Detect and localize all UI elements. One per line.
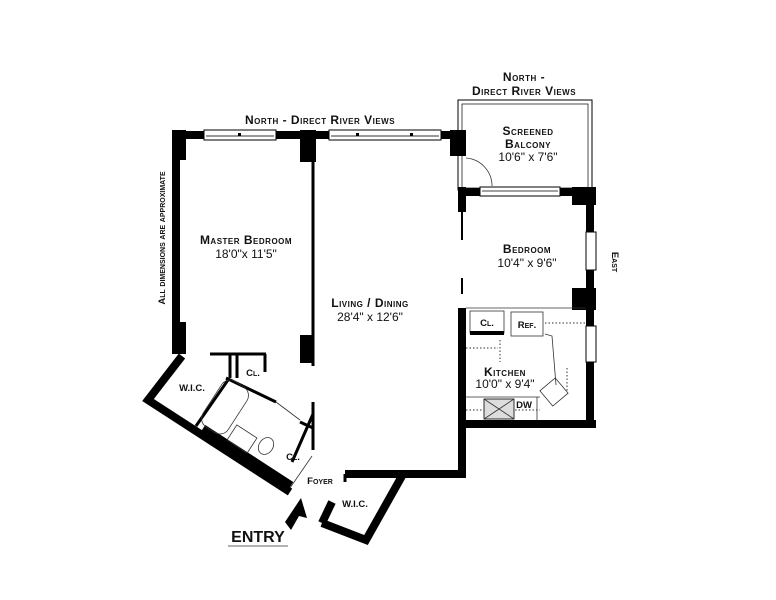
living-dining-name: Living / Dining — [331, 296, 409, 310]
balcony-size: 10'6" x 7'6" — [498, 150, 557, 164]
master-bedroom-size: 18'0"x 11'5" — [215, 247, 277, 261]
kitchen-size: 10'0" x 9'4" — [475, 377, 534, 391]
living-dining-size: 28'4" x 12'6" — [337, 310, 403, 324]
master-bedroom-name: Master Bedroom — [200, 233, 292, 247]
master-wic-label: W.I.C. — [179, 383, 205, 394]
master-closet-label: Cl. — [246, 368, 260, 379]
foyer-closet-label: Cl. — [286, 452, 300, 463]
bathroom-fixtures — [201, 379, 275, 455]
kitchen-name: Kitchen — [484, 365, 526, 379]
kitchen-closet-label: Cl. — [480, 318, 494, 329]
balcony-north-label-2: Direct River Views — [472, 84, 576, 98]
master-bedroom-walls — [142, 135, 315, 496]
balcony-door-swing — [465, 157, 493, 187]
foyer-walls — [318, 474, 406, 545]
east-label: East — [609, 252, 620, 273]
north-view-label: North - Direct River Views — [245, 113, 395, 127]
bedroom-name: Bedroom — [503, 242, 551, 256]
north-windows — [203, 129, 442, 141]
foyer-name: Foyer — [307, 476, 333, 487]
bedroom-walls — [458, 186, 597, 428]
balcony-north-label-1: North - — [503, 70, 545, 84]
refrigerator-label: Ref. — [518, 320, 536, 331]
kitchen-walls — [345, 308, 596, 478]
entry-label: ENTRY — [231, 529, 285, 546]
entry-arrow-icon — [285, 498, 307, 530]
dimensions-disclaimer: All dimensions are approximate — [157, 171, 168, 305]
bedroom-size: 10'4" x 9'6" — [497, 256, 556, 270]
dishwasher-label: DW — [516, 400, 532, 411]
balcony-name-2: Balcony — [505, 137, 551, 151]
foyer-wic-label: W.I.C. — [342, 499, 368, 510]
balcony-name-1: Screened — [502, 124, 553, 138]
